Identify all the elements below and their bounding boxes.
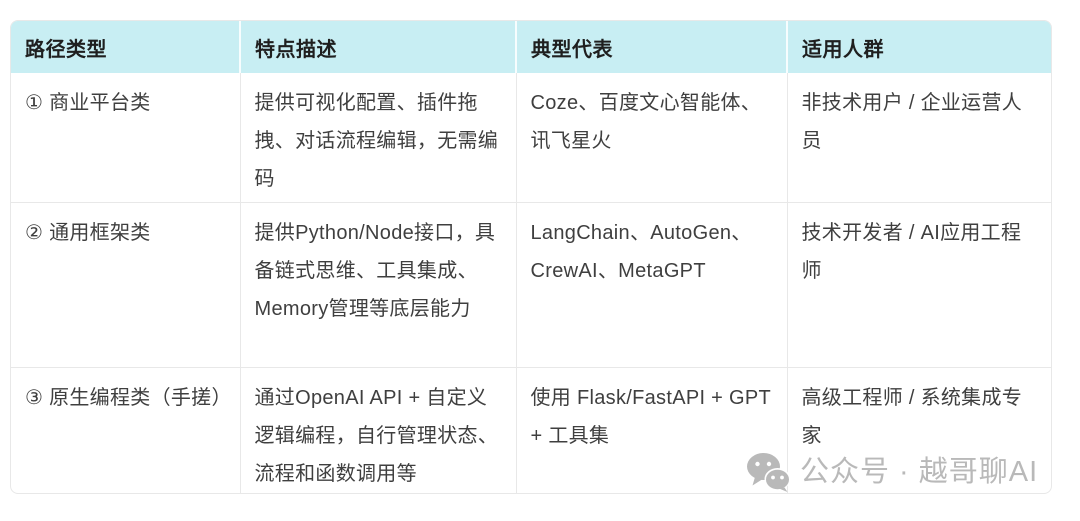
col-header-representatives: 典型代表	[515, 21, 787, 73]
comparison-table-card: 路径类型 特点描述 典型代表 适用人群 ① 商业平台类 提供可视化配置、插件拖拽…	[10, 20, 1052, 494]
table-row-general-frameworks: ② 通用框架类 提供Python/Node接口，具备链式思维、工具集成、Memo…	[11, 201, 1051, 367]
cell-representatives: Coze、百度文心智能体、讯飞星火	[515, 73, 787, 202]
cell-path-type: ① 商业平台类	[25, 92, 151, 114]
col-header-audience: 适用人群	[786, 21, 1051, 73]
col-header-features: 特点描述	[239, 21, 516, 73]
cell-representatives: 使用 Flask/FastAPI + GPT + 工具集	[515, 366, 787, 493]
cell-path-type: ② 通用框架类	[11, 201, 240, 367]
cell-audience: 高级工程师 / 系统集成专家	[786, 366, 1051, 493]
cell-representatives: LangChain、AutoGen、CrewAI、MetaGPT	[515, 201, 787, 367]
agent-paths-comparison-table: 路径类型 特点描述 典型代表 适用人群 ① 商业平台类 提供可视化配置、插件拖拽…	[11, 21, 1051, 493]
cell-features: 通过OpenAI API + 自定义逻辑编程，自行管理状态、流程和函数调用等	[239, 366, 516, 493]
cell-audience: 非技术用户 / 企业运营人员	[786, 73, 1051, 202]
table-row-native-programming: ③ 原生编程类（手搓） 通过OpenAI API + 自定义逻辑编程，自行管理状…	[11, 366, 1051, 493]
table-row-commercial-platforms: ① 商业平台类 提供可视化配置、插件拖拽、对话流程编辑，无需编码 Coze、百度…	[11, 73, 1051, 202]
cell-features: 提供Python/Node接口，具备链式思维、工具集成、Memory管理等底层能…	[239, 201, 516, 367]
cell-features: 提供可视化配置、插件拖拽、对话流程编辑，无需编码	[239, 73, 516, 202]
cell-path-type: ③ 原生编程类（手搓）	[11, 366, 240, 493]
header-row: 路径类型 特点描述 典型代表 适用人群	[11, 21, 1051, 73]
cell-audience: 技术开发者 / AI应用工程师	[786, 201, 1051, 367]
col-header-path-type: 路径类型	[11, 21, 240, 73]
